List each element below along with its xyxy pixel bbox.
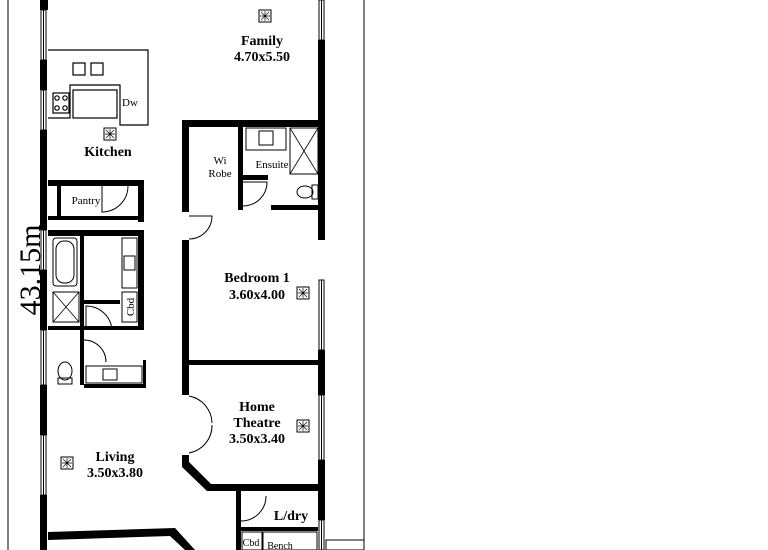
bathroom-cbd-label: Cbd [125, 297, 137, 316]
laundry-label: L/dry [274, 509, 308, 524]
ensuite-walls [182, 120, 322, 212]
entry-wall [48, 528, 195, 550]
pantry-label: Pantry [72, 195, 101, 207]
kitchen-name-label: Kitchen [84, 145, 132, 160]
kitchen-bench [48, 49, 149, 126]
living-name-label: Living [96, 450, 135, 465]
laundry-cbd-label: Cbd [243, 538, 260, 549]
family-name-label: Family [241, 34, 283, 49]
wi-robe-label-line2: Robe [208, 168, 231, 180]
wi-robe-label-line1: Wi [214, 155, 227, 167]
bedroom-walls [182, 240, 322, 365]
ensuite-label: Ensuite [256, 159, 289, 171]
dishwasher-label: Dw [122, 97, 138, 109]
windows [40, 0, 325, 550]
laundry-bench-label: Bench [267, 541, 293, 550]
bedroom1-size-label: 3.60x4.00 [229, 288, 285, 303]
bedroom1-name-label: Bedroom 1 [224, 271, 289, 286]
laundry [236, 491, 365, 550]
pantry-walls [48, 180, 144, 222]
home-theatre-walls [182, 365, 322, 491]
home-theatre-name-line2: Theatre [233, 416, 280, 431]
home-theatre-name-line1: Home [239, 400, 275, 415]
wc-area [57, 330, 146, 388]
family-size-label: 4.70x5.50 [234, 50, 290, 65]
ensuite-fixtures [188, 127, 319, 240]
home-theatre-size-label: 3.50x3.40 [229, 432, 285, 447]
living-size-label: 3.50x3.80 [87, 466, 143, 481]
light-fittings [60, 9, 310, 470]
bathroom [48, 230, 144, 331]
